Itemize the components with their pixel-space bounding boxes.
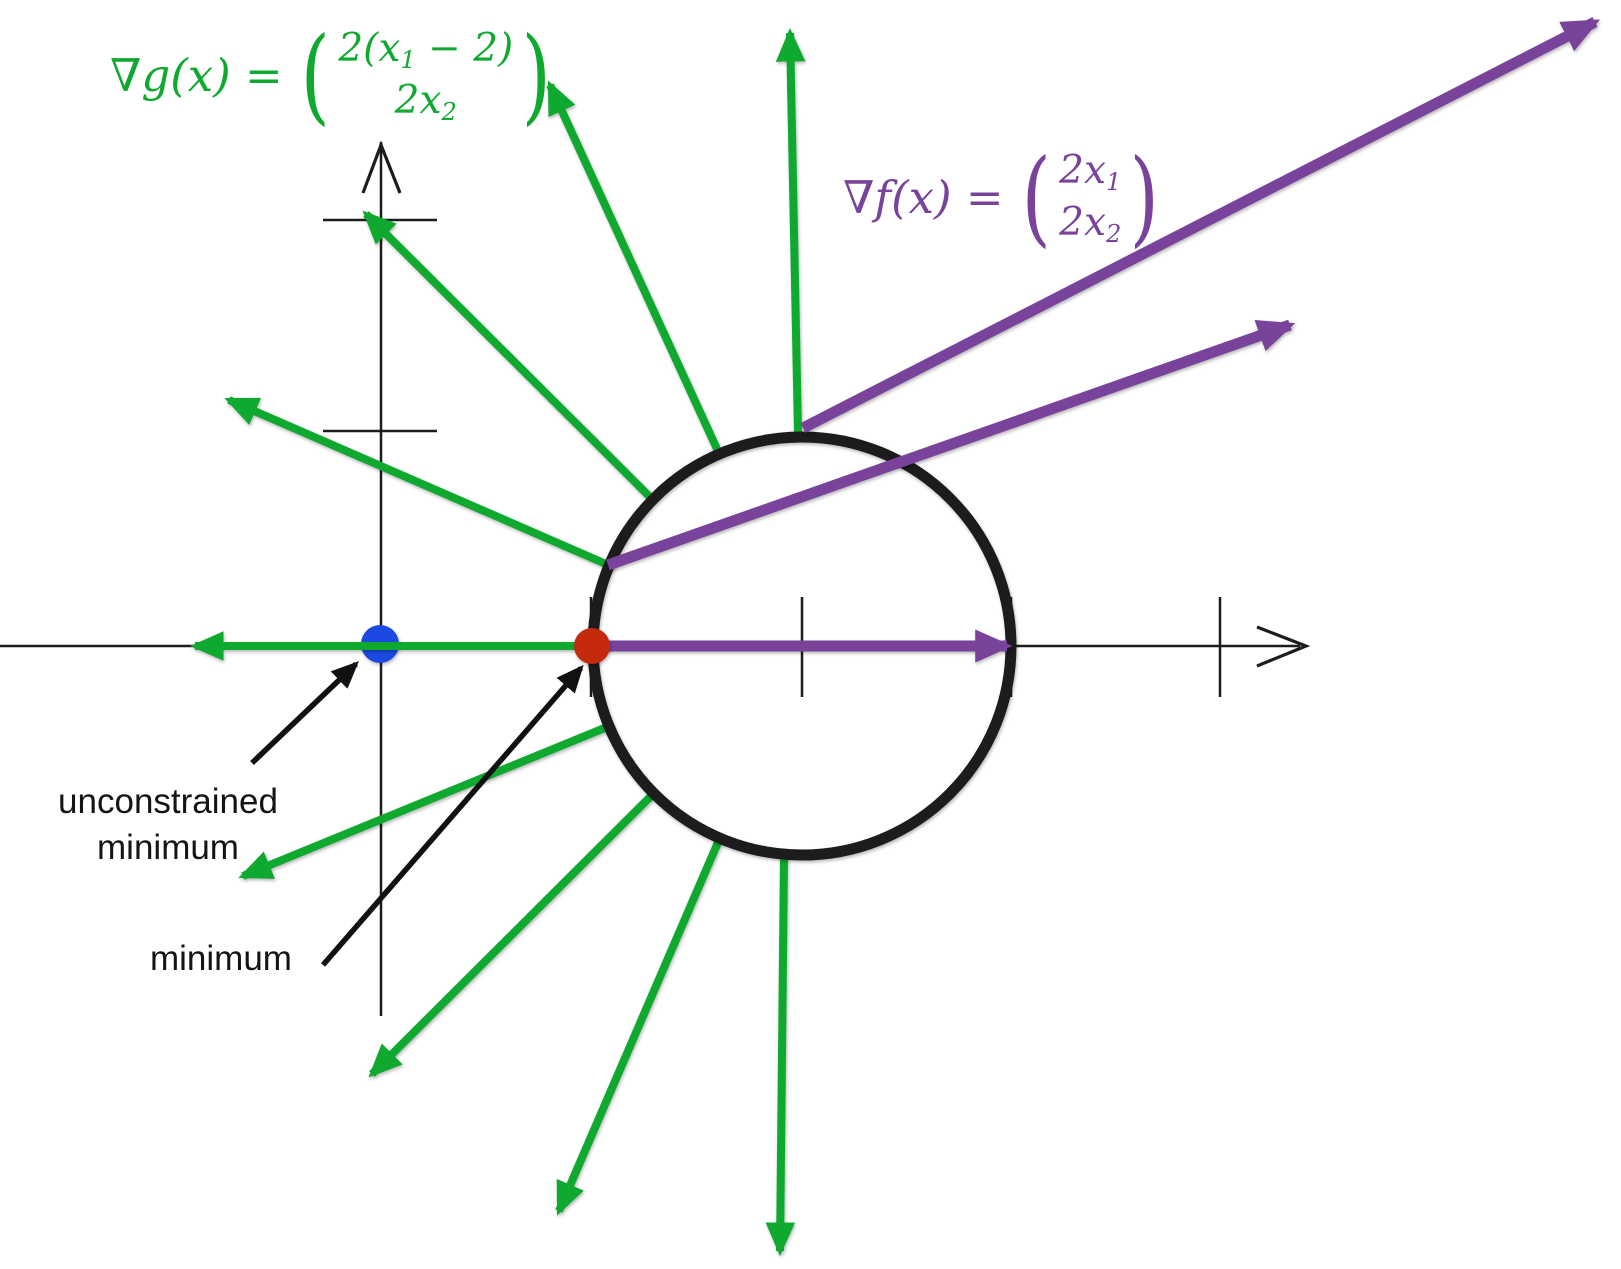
y-axis-arrowhead-icon bbox=[361, 140, 402, 194]
gradient-g-formula: ∇g(x) = ( 2(x1 − 2) 2x2 ) bbox=[110, 14, 557, 137]
matrix-paren-right: ) bbox=[521, 14, 552, 137]
row-top-text: 2(x bbox=[338, 26, 401, 71]
gradient-g-arrow-up-left-3 bbox=[224, 396, 608, 568]
minimum-point bbox=[574, 628, 610, 664]
gradient-g-arrow-down bbox=[765, 856, 796, 1257]
gradient-g-arrow-down-left-3 bbox=[555, 838, 723, 1216]
matrix-paren-left: ( bbox=[300, 14, 330, 137]
gradient-g-arrow-up-left-2 bbox=[362, 210, 653, 500]
row-bottom-text: 2x bbox=[394, 77, 442, 123]
matrix-paren-left: ( bbox=[1021, 136, 1051, 259]
matrix-row-top: 2(x1 − 2) bbox=[338, 24, 513, 76]
annotation-arrow-unconstrained-minimum bbox=[250, 661, 359, 765]
row-top-text-rest: − 2) bbox=[415, 26, 514, 71]
gradient-g-matrix: 2(x1 − 2) 2x2 bbox=[335, 24, 516, 127]
gradient-g-arrow-down-left-2 bbox=[368, 792, 655, 1078]
annotation-arrow-minimum bbox=[320, 664, 584, 967]
matrix-row-bottom: 2x2 bbox=[1059, 198, 1121, 250]
gradient-g-lhs: ∇g(x) = bbox=[110, 49, 283, 103]
gradient-f-arrows bbox=[600, 17, 1600, 663]
gradient-f-lhs: ∇f(x) = bbox=[843, 171, 1004, 225]
row-top-subscript: 1 bbox=[1105, 167, 1122, 196]
annotation-arrows bbox=[250, 661, 584, 967]
row-bottom-subscript: 2 bbox=[441, 97, 457, 126]
matrix-paren-right: ) bbox=[1130, 136, 1160, 259]
gradient-g-arrow-up-left-1 bbox=[546, 80, 721, 451]
gradient-g-arrow-up bbox=[775, 27, 806, 434]
minimum-label: minimum bbox=[150, 939, 292, 978]
gradient-f-matrix: 2x1 2x2 bbox=[1056, 146, 1124, 249]
x-axis-arrowhead-icon bbox=[1256, 625, 1311, 668]
gradient-f-formula: ∇f(x) = ( 2x1 2x2 ) bbox=[843, 136, 1165, 259]
row-top-text: 2x bbox=[1059, 148, 1106, 193]
matrix-row-top: 2x1 bbox=[1059, 146, 1121, 198]
unconstrained-minimum-label: unconstrained minimum bbox=[58, 782, 278, 868]
gradient-f-arrow-up-right-short bbox=[606, 319, 1296, 571]
row-bottom-text: 2x bbox=[1059, 199, 1106, 245]
row-top-subscript: 1 bbox=[400, 45, 416, 74]
matrix-row-bottom: 2x2 bbox=[395, 76, 457, 128]
gradient-g-arrows bbox=[189, 27, 806, 1257]
gradient-g-arrow-down-left-1 bbox=[238, 723, 609, 880]
row-bottom-subscript: 2 bbox=[1105, 219, 1122, 248]
gradient-f-arrow-up-right-long bbox=[800, 17, 1600, 433]
